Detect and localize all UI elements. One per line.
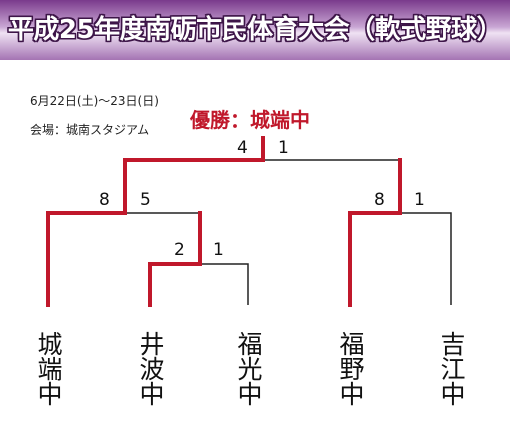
- venue-text: 会場：城南スタジアム: [30, 123, 150, 137]
- team-yoshie: 吉江中: [437, 330, 466, 406]
- team-fukumitsu: 福光中: [234, 330, 263, 406]
- score-first-round-left: 2: [174, 240, 185, 260]
- line-fukuno: [348, 158, 402, 307]
- date-text: 6月22日(土)〜23日(日): [30, 94, 159, 108]
- team-jouhana: 城端中: [34, 330, 63, 406]
- score-final-right: 1: [278, 138, 289, 158]
- title-banner: 平成25年度南砺市民体育大会（軟式野球）: [0, 0, 510, 60]
- score-semi-right-left: 8: [374, 190, 385, 210]
- team-inami: 井波中: [136, 330, 165, 406]
- banner-title: 平成25年度南砺市民体育大会（軟式野球）: [7, 15, 503, 45]
- line-inami-branch: [125, 212, 201, 264]
- winner-label: 優勝：城端中: [190, 108, 310, 132]
- line-fukumitsu: [200, 263, 249, 305]
- line-inami: [148, 211, 202, 307]
- score-first-round-right: 1: [213, 240, 224, 260]
- score-final-left: 4: [237, 138, 248, 158]
- line-jouhana: [46, 136, 265, 307]
- score-semi-right-right: 1: [414, 190, 425, 210]
- line-yoshie: [400, 212, 452, 305]
- score-semi-left-top: 8: [99, 190, 110, 210]
- score-semi-left-bottom: 5: [140, 190, 151, 210]
- team-fukuno: 福野中: [336, 330, 365, 406]
